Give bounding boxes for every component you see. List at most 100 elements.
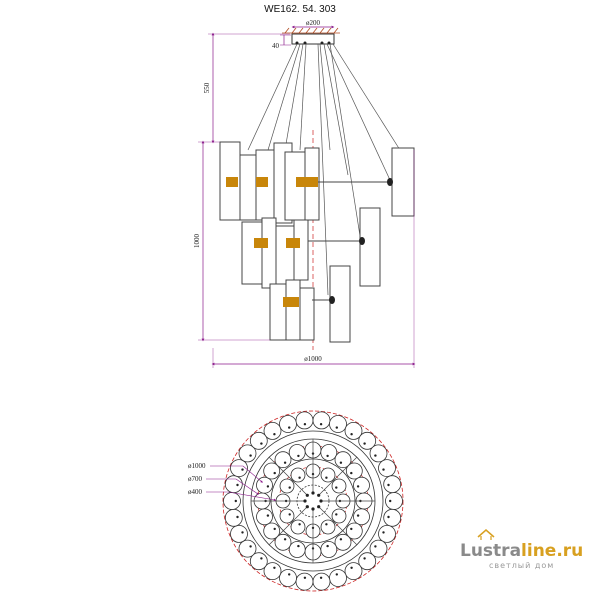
outer-petal: [344, 562, 363, 580]
outer-petal-mount: [241, 468, 244, 471]
tier-1-bulbs: [226, 177, 318, 187]
inner-petal: [331, 508, 347, 524]
suspension-cables: [247, 43, 401, 296]
middle-petal: [263, 462, 281, 480]
outer-petal-mount: [387, 515, 390, 519]
diameter-label-700: ø700: [188, 475, 203, 483]
outer-petal-mount: [273, 566, 276, 569]
outer-petal: [223, 492, 241, 510]
canopy-height-dim: 40: [272, 34, 291, 50]
top-view: ø1000 ø700 ø400: [188, 410, 404, 592]
outer-petal-mount: [374, 545, 377, 548]
spoke: [268, 506, 308, 546]
hub-dots: [303, 491, 323, 511]
middle-petal: [256, 508, 273, 526]
hub-dot: [311, 491, 315, 495]
outer-petal: [312, 411, 331, 430]
middle-petal-mount: [283, 538, 287, 541]
brand-name: Lustraline.ru: [460, 541, 583, 561]
middle-petal-mount: [326, 544, 329, 548]
inner-petal: [331, 478, 347, 494]
suspension-length-label: 550: [203, 82, 211, 93]
inner-petal-mount: [325, 476, 328, 479]
middle-petal-mount: [350, 527, 353, 531]
outer-petal: [224, 508, 243, 527]
outer-petal-mount: [319, 423, 323, 426]
outer-petal: [378, 525, 396, 543]
tier-2-panels: [241, 217, 309, 289]
right-panels: [329, 147, 415, 343]
inner-petal-mount: [298, 476, 301, 479]
middle-petal: [334, 533, 352, 551]
hub-dot: [305, 505, 309, 509]
middle-petal: [353, 476, 370, 494]
inner-petal-mount: [288, 486, 291, 489]
outer-petal-mount: [382, 468, 385, 471]
diameter-label-400: ø400: [188, 488, 203, 496]
outer-petal: [238, 539, 257, 558]
brand-tagline: светлый дом: [489, 561, 554, 570]
middle-petal: [345, 462, 363, 480]
tier-3-bulbs: [283, 297, 299, 307]
outer-petal-mount: [387, 483, 390, 487]
middle-petal: [320, 541, 338, 558]
outer-petal: [263, 562, 282, 580]
middle-petal: [334, 451, 352, 469]
tier-2-bulbs: [254, 238, 300, 248]
spoke: [268, 456, 308, 496]
inner-petal-mount: [335, 486, 338, 489]
outer-petal: [358, 431, 377, 450]
outer-petal-mount: [363, 442, 366, 445]
middle-petal: [288, 444, 306, 461]
middle-petal-mount: [350, 471, 353, 475]
middle-petal-mount: [266, 485, 270, 488]
outer-petal: [263, 421, 282, 440]
middle-petal-mount: [266, 514, 270, 517]
middle-petal: [288, 541, 306, 558]
outer-petal: [249, 431, 268, 450]
outer-ring: [222, 410, 404, 592]
outer-petal-mount: [288, 573, 291, 576]
overall-diameter-label: ø1000: [304, 355, 322, 363]
middle-petal-mount: [297, 544, 300, 548]
outer-petal-mount: [249, 545, 252, 548]
outer-petal: [279, 415, 297, 433]
outer-petal: [329, 415, 347, 433]
model-title: WE162. 54. 303: [264, 4, 336, 15]
canopy-diameter-dim: ø200: [291, 19, 335, 29]
side-view: ø200 40: [193, 19, 416, 368]
outer-petal-mount: [273, 433, 276, 436]
outer-petal: [295, 572, 314, 591]
outer-petal-mount: [363, 557, 366, 560]
outer-petal: [238, 444, 257, 463]
outer-petal: [295, 411, 314, 430]
hub-dot: [317, 493, 321, 497]
outer-petal-mount: [303, 423, 307, 426]
hub-dot: [319, 499, 323, 503]
middle-petal-mount: [273, 471, 276, 475]
diameter-label-1000: ø1000: [188, 462, 206, 470]
outer-petal: [224, 475, 243, 494]
outer-petal: [329, 569, 347, 587]
brand-name-part1: Lustra: [460, 541, 521, 561]
middle-petal-mount: [273, 527, 276, 531]
outer-petal-mount: [234, 499, 237, 503]
outer-petal-mount: [335, 426, 338, 429]
hub-dot: [317, 505, 321, 509]
outer-petal: [230, 459, 248, 478]
middle-petal: [345, 522, 363, 540]
canopy-diameter-label: ø200: [306, 19, 321, 27]
outer-petal: [279, 569, 297, 587]
inner-petal-mount: [298, 523, 301, 526]
ceiling-hatch: [282, 27, 340, 34]
inner-petal-mount: [325, 523, 328, 526]
outer-petal-mount: [288, 426, 291, 429]
outer-petal-mount: [249, 454, 252, 457]
inner-petal: [279, 478, 295, 494]
overall-diameter-dim: ø1000: [211, 150, 416, 368]
inner-petal-mount: [288, 513, 291, 516]
body-height-dim: 1000: [193, 140, 270, 342]
diameter-callouts: ø1000 ø700 ø400: [188, 462, 277, 501]
spokes: [251, 439, 375, 563]
